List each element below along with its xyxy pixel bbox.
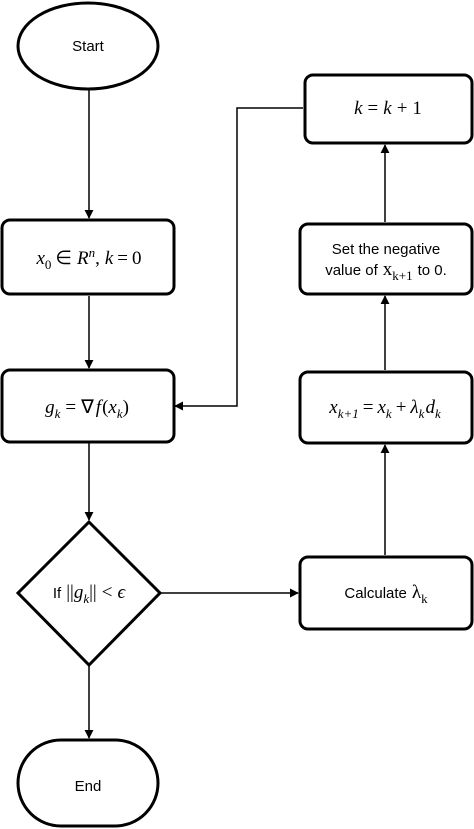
decision-condition: If||gk||<ϵ [53, 582, 127, 606]
node-update-x: xk+1=xk+λkdk [298, 370, 474, 445]
set-negative-line1: Set the negative [332, 241, 440, 258]
start-label: Start [72, 38, 105, 55]
node-end: End [16, 738, 160, 828]
node-decision: If||gk||<ϵ [15, 519, 163, 668]
init-formula: x0∈Rn,k=0 [35, 245, 141, 272]
end-label: End [75, 778, 102, 795]
edge-increment-k-to-gradient [174, 107, 303, 411]
update-x-formula: xk+1=xk+λkdk [328, 397, 441, 421]
node-gradient: gk=∇f(xk) [0, 368, 176, 444]
increment-k-formula: k=k+1 [354, 98, 422, 119]
gradient-formula: gk=∇f(xk) [45, 397, 129, 421]
node-init: x0∈Rn,k=0 [0, 218, 176, 296]
node-start: Start [16, 1, 160, 91]
node-increment-k: k=k+1 [303, 73, 474, 145]
